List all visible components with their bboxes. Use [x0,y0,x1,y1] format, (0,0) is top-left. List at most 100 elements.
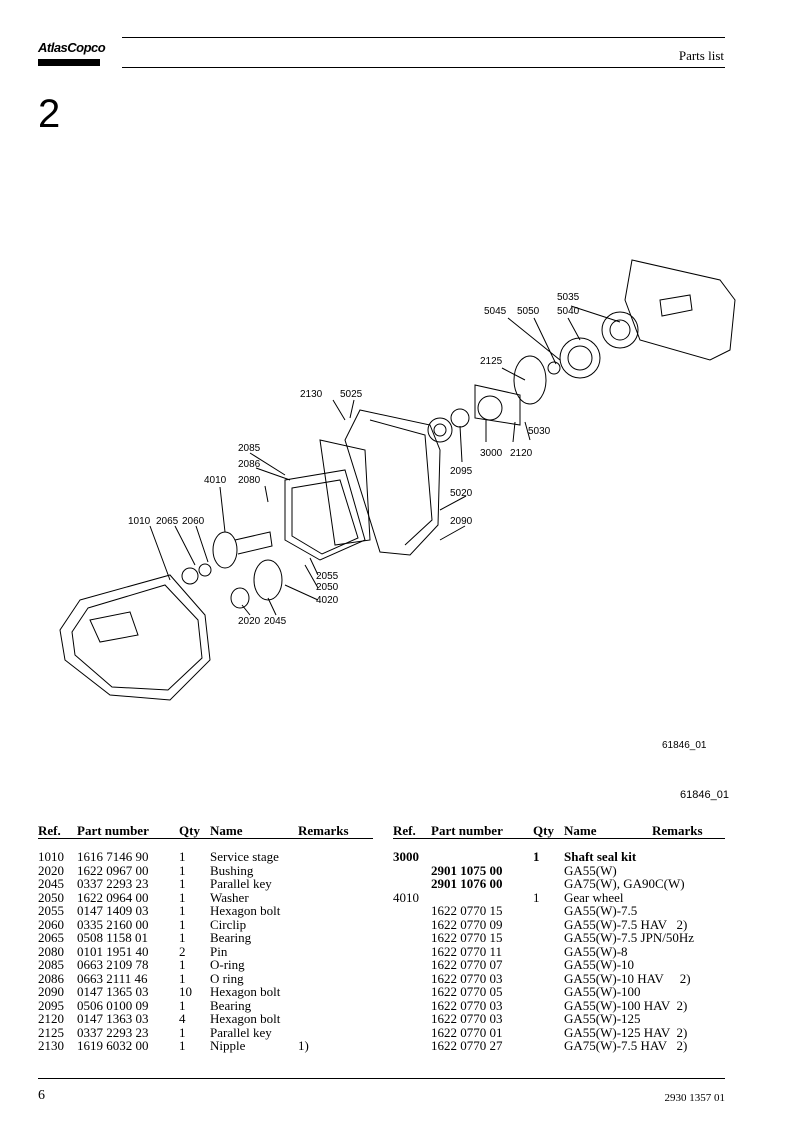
table-cell-right-ref [393,864,419,878]
exploded-view-drawing: 5035 5045 5050 5040 2125 2130 5025 5030 … [59,259,736,751]
callout-5050: 5050 [517,306,540,317]
table-cell-left-part: 0508 1158 01 [77,930,149,945]
table-cell-right-name: GA55(W)-7.5 HAV 2) [564,916,688,932]
table-cell-right-name: GA55(W)-10 HAV 2) [564,970,691,986]
table-cell-right-name: GA55(W)-7.5 [564,903,638,918]
table-cell-left-remarks [298,985,309,999]
section-number: 2 [38,92,61,136]
table-cell-right-qty [533,999,540,1013]
table-cell-right-ref [393,918,419,932]
callout-2120: 2120 [510,448,533,459]
table-cell-right-name: GA55(W)-7.5 JPN/50Hz [564,930,694,945]
table-cell-left-part: 1622 0964 00 [77,889,149,905]
table-cell-right-part: 1622 0770 03 [431,970,503,986]
table-cell-left-ref: 2020 [38,862,64,878]
table-cell-left-ref: 2120 [38,1011,64,1026]
table-cell-left-ref: 2060 [38,916,64,932]
table-cell-right-part: 1622 0770 05 [431,984,503,999]
table-cell-left-name: Bearing [210,930,252,945]
table-cell-left-part: 0147 1365 03 [77,984,149,999]
table-cell-left-ref: 1010 [38,849,64,864]
callout-3000: 3000 [480,448,503,459]
gear-5040 [559,337,601,379]
table-cell-left-ref: 2125 [38,1024,64,1040]
table-cell-left-remarks [298,1026,309,1040]
table-cell-left-part: 0663 2111 46 [77,970,148,986]
header-rule-bottom [122,67,725,68]
table-cell-left-remarks [298,864,309,878]
gear-4020 [253,559,283,601]
header-title: Parts list [678,48,724,63]
table-cell-right-part: 1622 0770 03 [431,1011,503,1026]
table-cell-right-ref [393,1012,419,1026]
col-head-ref-left: Ref. [38,823,61,838]
table-cell-left-remarks [298,958,309,972]
table-cell-left-part: 1622 0967 00 [77,862,149,878]
table-cell-left-qty: 2 [179,943,186,959]
table-cell-left-remarks [298,904,309,918]
table-cell-left-name: Service stage [210,849,279,864]
table-cell-right-ref [393,999,419,1013]
table-cell-right-name: GA55(W)-100 HAV 2) [564,997,688,1013]
callout-2130: 2130 [300,389,323,400]
table-cell-left-remarks [298,999,309,1013]
figure-caption: 61846_01 [680,789,729,801]
motor-flange [624,259,736,361]
table-cell-left-qty: 1 [179,889,186,905]
callout-2065: 2065 [156,516,179,527]
gear-casing-5020 [344,409,441,556]
table-cell-right-qty: 1 [533,889,540,905]
table-cell-left-ref: 2050 [38,889,64,905]
table-cell-right-name: Gear wheel [564,889,624,905]
table-cell-right-part: 1622 0770 01 [431,1024,503,1040]
col-head-remarks-right: Remarks [652,823,703,838]
table-cell-right-ref: 4010 [393,889,419,905]
table-cell-left-remarks [298,931,309,945]
table-cell-left-remarks [298,850,309,864]
table-cell-left-remarks [298,877,309,891]
table-cell-left-ref: 2045 [38,876,64,891]
brand-logo-bar [38,59,100,66]
callout-5020: 5020 [450,488,473,499]
table-cell-left-name: Bearing [210,997,252,1013]
table-cell-left-ref: 2130 [38,1038,64,1053]
callout-2045: 2045 [264,616,287,627]
table-cell-left-qty: 1 [179,957,186,972]
table-cell-right-part: 1622 0770 03 [431,997,503,1013]
table-cell-right-name: GA55(W)-100 [564,984,641,999]
table-cell-right-ref [393,877,419,891]
table-cell-right-qty [533,1012,540,1026]
col-qty-right: 1 1 [533,850,540,1053]
table-cell-right-qty: 1 [533,849,540,864]
table-cell-right-qty [533,1039,540,1053]
table-cell-right-qty [533,931,540,945]
table-cell-right-part: 1622 0770 15 [431,930,503,945]
table-cell-left-name: Hexagon bolt [210,1011,281,1026]
table-cell-left-part: 0147 1363 03 [77,1011,149,1026]
table-cell-left-qty: 1 [179,1038,186,1053]
callout-5035: 5035 [557,292,580,303]
col-remarks-left: 1) [298,850,309,1053]
table-cell-left-qty: 10 [179,984,192,999]
table-cell-left-ref: 2080 [38,943,64,959]
col-head-part-right: Part number [431,823,503,838]
table-cell-left-part: 0337 2293 23 [77,876,149,891]
table-cell-right-ref [393,1026,419,1040]
table-cell-left-ref: 2086 [38,970,64,986]
table-cell-left-part: 0101 1951 40 [77,943,149,959]
service-stage-1010 [59,574,211,701]
callout-2050: 2050 [316,582,339,593]
table-cell-right-qty [533,945,540,959]
table-cell-left-remarks [298,972,309,986]
page-number: 6 [38,1088,45,1103]
table-cell-left-remarks [298,918,309,932]
table-cell-right-ref: 3000 [393,849,419,864]
header-rule-top [122,37,725,38]
table-cell-right-part: 1622 0770 11 [431,943,503,959]
col-head-remarks-left: Remarks [298,823,349,838]
table-cell-left-part: 1619 6032 00 [77,1038,149,1053]
col-head-qty-right: Qty [533,823,554,838]
